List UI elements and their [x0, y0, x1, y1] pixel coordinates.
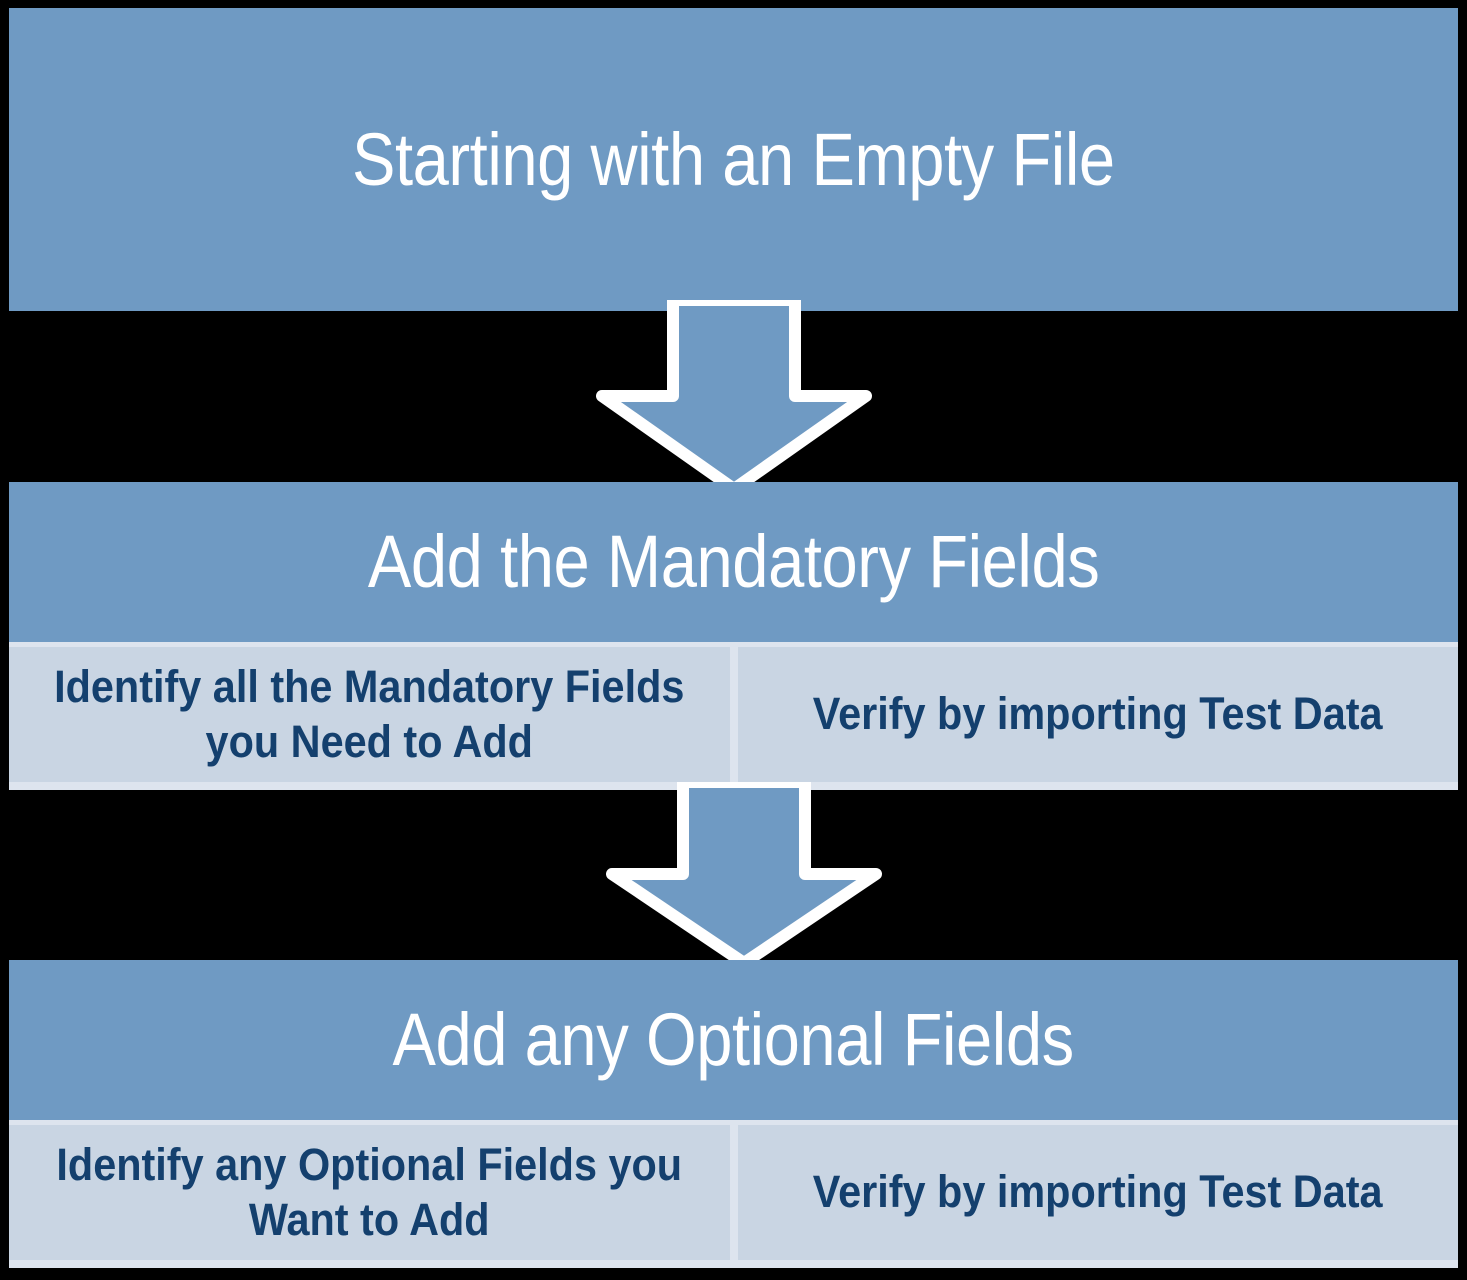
- stage-2-header[interactable]: Add the Mandatory Fields: [9, 482, 1458, 642]
- stage-2-substep-1-label: Identify all the Mandatory Fields you Ne…: [54, 660, 685, 767]
- stage-2-substep-1[interactable]: Identify all the Mandatory Fields you Ne…: [9, 647, 730, 782]
- stage-2-substep-row: Identify all the Mandatory Fields you Ne…: [9, 642, 1458, 790]
- stage-2-substep-2[interactable]: Verify by importing Test Data: [737, 647, 1458, 782]
- process-stage-1[interactable]: Starting with an Empty File: [9, 8, 1458, 311]
- stage-3-header[interactable]: Add any Optional Fields: [9, 960, 1458, 1120]
- stage-3-substep-2[interactable]: Verify by importing Test Data: [737, 1125, 1458, 1260]
- stage-1-header[interactable]: Starting with an Empty File: [9, 8, 1458, 311]
- stage-3-substep-1[interactable]: Identify any Optional Fields you Want to…: [9, 1125, 730, 1260]
- process-stage-2[interactable]: Add the Mandatory Fields Identify all th…: [9, 482, 1458, 790]
- process-stage-3[interactable]: Add any Optional Fields Identify any Opt…: [9, 960, 1458, 1268]
- stage-3-header-label: Add any Optional Fields: [392, 998, 1075, 1082]
- down-arrow-icon: [606, 782, 882, 969]
- down-arrow-icon: [596, 300, 872, 495]
- stage-2-header-label: Add the Mandatory Fields: [367, 520, 1100, 604]
- stage-3-substep-row: Identify any Optional Fields you Want to…: [9, 1120, 1458, 1268]
- stage-1-header-label: Starting with an Empty File: [352, 117, 1115, 201]
- stage-3-substep-1-label: Identify any Optional Fields you Want to…: [56, 1138, 683, 1245]
- stage-3-substep-2-label: Verify by importing Test Data: [812, 1166, 1383, 1218]
- stage-2-substep-2-label: Verify by importing Test Data: [812, 688, 1383, 740]
